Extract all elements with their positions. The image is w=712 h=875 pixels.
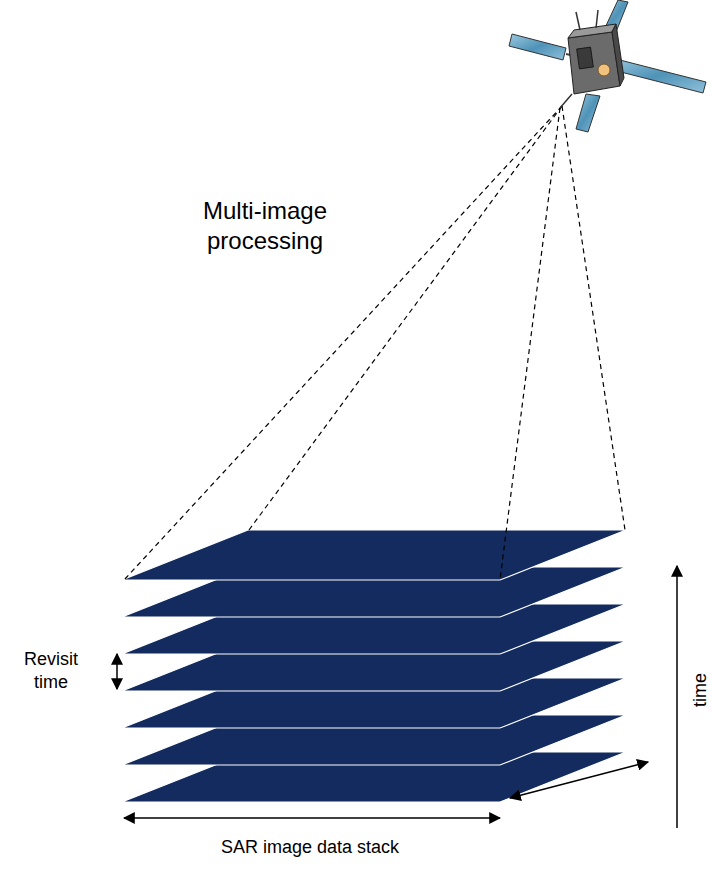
satellite-detail: [577, 47, 594, 69]
dashed-line: [249, 106, 562, 530]
revisit-label: Revisit time: [8, 648, 94, 693]
title-label: Multi-image processing: [175, 196, 355, 256]
depth-arrow: [510, 762, 648, 798]
solar-panel: [509, 34, 566, 60]
satellite-body-top: [568, 24, 616, 38]
time-arrow: [676, 566, 678, 828]
viewing-lines: [124, 106, 625, 580]
satellite-body: [568, 32, 620, 94]
width-arrow: [124, 817, 500, 819]
dimension-arrows: [117, 566, 677, 828]
dashed-line: [562, 106, 625, 530]
sar-image-stack: [122, 530, 626, 802]
revisit-arrow: [116, 654, 118, 689]
antenna-dish: [598, 64, 610, 76]
dashed-line: [124, 106, 562, 580]
stack-label: SAR image data stack: [160, 836, 460, 859]
satellite-body-side: [612, 24, 624, 86]
solar-panel: [576, 94, 600, 132]
antenna: [576, 12, 580, 30]
dashed-line: [500, 108, 560, 580]
axis-label: time: [689, 673, 712, 707]
antenna: [596, 10, 598, 28]
sar-image: [122, 530, 626, 580]
antenna: [560, 94, 572, 108]
satellite: [509, 0, 706, 132]
